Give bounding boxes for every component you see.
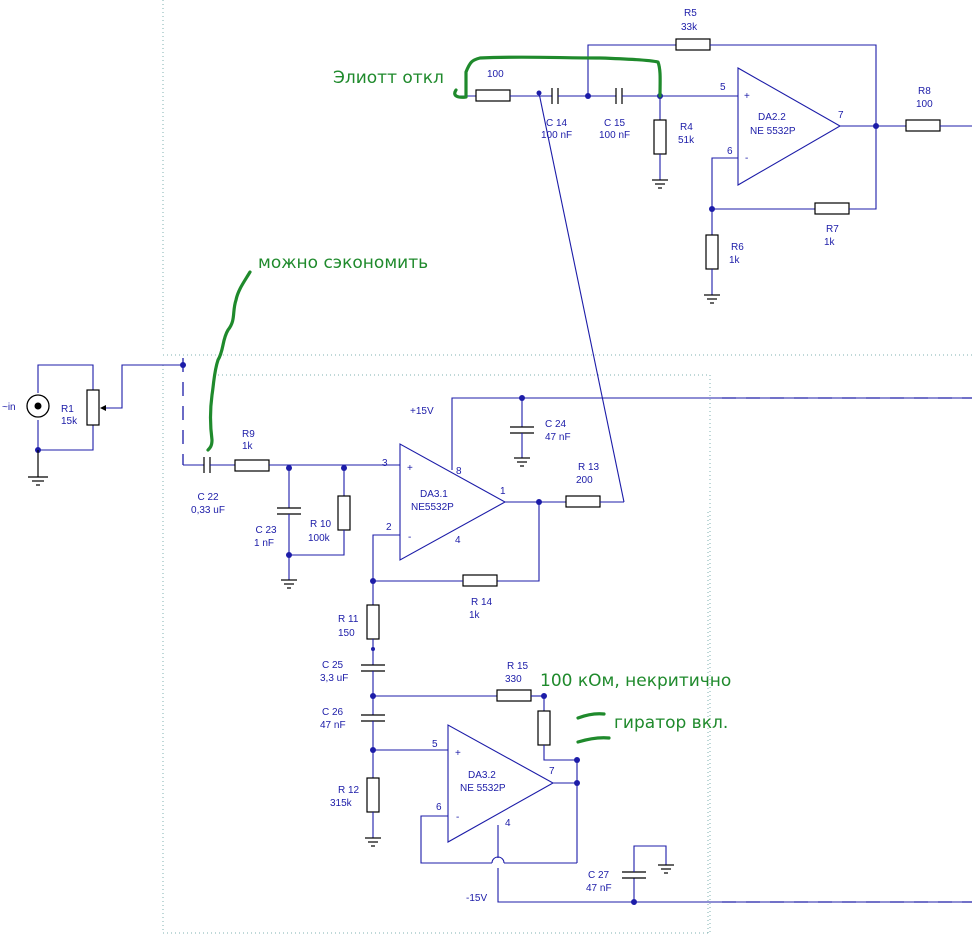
supply-neg-label: -15V: [466, 893, 487, 904]
r7-ref: R7: [826, 224, 839, 235]
c15-value: 100 nF: [599, 130, 630, 141]
r14-value: 1k: [469, 610, 481, 621]
svg-text:-: -: [745, 153, 748, 164]
c23-value: 1 nF: [254, 538, 274, 549]
r11-value: 150: [338, 628, 355, 639]
r12-resistor: [366, 777, 380, 813]
r10-ref: R 10: [310, 519, 332, 530]
r6-ref: R6: [731, 242, 744, 253]
da32-part: NE 5532P: [460, 783, 506, 794]
c27-ref: C 27: [588, 870, 610, 881]
da31-stage: C 22 0,33 uF R9 1k C 23 1 nF R 10 100k +…: [183, 92, 972, 621]
da22-ref: DA2.2: [758, 112, 786, 123]
c14-ref: C 14: [546, 118, 568, 129]
c15-ref: C 15: [604, 118, 626, 129]
r7-resistor: [814, 202, 850, 215]
r1-ref: R1: [61, 404, 74, 415]
r9-ref: R9: [242, 429, 255, 440]
svg-text:+: +: [744, 91, 750, 102]
r15-value: 330: [505, 674, 522, 685]
da31-ref: DA3.1: [420, 489, 448, 500]
r5-ref: R5: [684, 8, 697, 19]
r4-value: 51k: [678, 135, 695, 146]
da32-ref: DA3.2: [468, 770, 496, 781]
da22-part: NE 5532P: [750, 126, 796, 137]
r5-resistor: [675, 38, 711, 51]
r15-ref: R 15: [507, 661, 529, 672]
r14-resistor: [462, 574, 498, 587]
annotation-save: можно сэкономить: [258, 253, 428, 273]
svg-text:-: -: [408, 532, 411, 543]
svg-text:-: -: [456, 812, 459, 823]
r8-ref: R8: [918, 86, 931, 97]
svg-text:4: 4: [455, 535, 461, 546]
da31-part: NE5532P: [411, 502, 454, 513]
r10-value: 100k: [308, 533, 331, 544]
rtop-value: 100: [487, 69, 504, 80]
r1-potentiometer: [86, 389, 100, 426]
annotation-gyrator: гиратор вкл.: [614, 713, 728, 733]
c24-value: 47 nF: [545, 432, 571, 443]
r15-resistor: [496, 689, 532, 702]
r4-resistor: [653, 119, 667, 155]
svg-text:7: 7: [549, 766, 555, 777]
r9-value: 1k: [242, 441, 254, 452]
r6-resistor: [705, 234, 719, 270]
da32-opamp: [447, 724, 555, 843]
da22-opamp: [737, 67, 842, 186]
r11-resistor: [366, 604, 380, 640]
r14-ref: R 14: [471, 597, 493, 608]
r13-value: 200: [576, 475, 593, 486]
rtop-resistor: [475, 89, 511, 102]
c23-ref: C 23: [255, 525, 277, 536]
svg-text:+: +: [407, 463, 413, 474]
svg-text:3: 3: [382, 458, 388, 469]
r12-value: 315k: [330, 798, 353, 809]
input-label: ~in: [2, 402, 16, 413]
svg-text:+: +: [455, 748, 461, 759]
annotation-r15-note: 100 кОм, некритично: [540, 671, 731, 691]
r8-value: 100: [916, 99, 933, 110]
annotation-eliott: Элиотт откл: [333, 68, 444, 88]
svg-text:5: 5: [432, 739, 438, 750]
c25-value: 3,3 uF: [320, 673, 348, 684]
svg-text:8: 8: [456, 466, 462, 477]
r7-value: 1k: [824, 237, 836, 248]
r10-resistor: [337, 495, 351, 531]
gyrator-stage: R 11 150 C 25 3,3 uF R 15 330 C 26 47 nF: [320, 604, 972, 905]
c25-ref: C 25: [322, 660, 344, 671]
svg-text:4: 4: [505, 818, 511, 829]
r13-ref: R 13: [578, 462, 600, 473]
c14-value: 100 nF: [541, 130, 572, 141]
r6-value: 1k: [729, 255, 741, 266]
input-section: ~in R1 15k: [2, 358, 186, 486]
r4-ref: R4: [680, 122, 693, 133]
c26-ref: C 26: [322, 707, 344, 718]
r8-resistor: [905, 119, 941, 132]
annotation-strokes: [206, 55, 662, 744]
svg-text:7: 7: [838, 110, 844, 121]
r11-ref: R 11: [338, 614, 359, 625]
r5-value: 33k: [681, 22, 698, 33]
svg-text:2: 2: [386, 522, 392, 533]
svg-text:1: 1: [500, 486, 506, 497]
svg-text:6: 6: [436, 802, 442, 813]
c27-value: 47 nF: [586, 883, 612, 894]
r15-parallel-resistor: [537, 710, 551, 746]
c22-value: 0,33 uF: [191, 505, 225, 516]
supply-pos-label: +15V: [410, 406, 434, 417]
svg-text:6: 6: [727, 146, 733, 157]
r9-resistor: [234, 459, 270, 472]
da22-stage: 100 C 14 100 nF C 15 100 nF 5 R4 51k R5 …: [458, 8, 972, 304]
c22-ref: C 22: [197, 492, 219, 503]
r12-ref: R 12: [338, 785, 360, 796]
r13-resistor: [565, 495, 601, 508]
block-frames: [162, 0, 972, 934]
svg-text:5: 5: [720, 82, 726, 93]
r1-value: 15k: [61, 416, 78, 427]
da31-opamp: [399, 443, 507, 561]
c24-ref: C 24: [545, 419, 567, 430]
c26-value: 47 nF: [320, 720, 346, 731]
